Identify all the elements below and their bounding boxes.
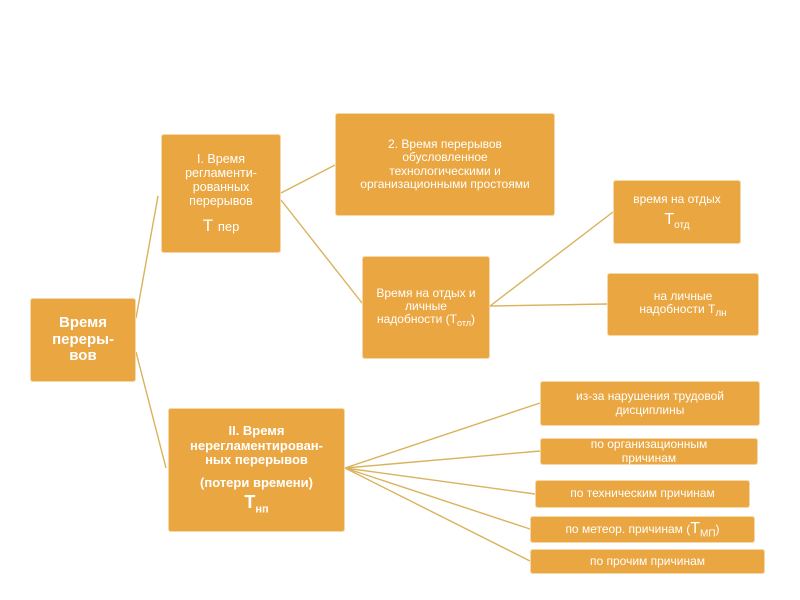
- regulated-symbol-sub: пер: [217, 218, 240, 234]
- personal-symbol-sub: лн: [715, 308, 727, 320]
- root-line-2: переры-: [52, 330, 114, 348]
- meteo-close: ): [715, 521, 720, 536]
- regulated-line-4: перерывов: [189, 193, 253, 208]
- meteo-symbol-main: Т: [690, 519, 701, 537]
- link-rest-otd: [489, 211, 614, 307]
- unreg-symbol-sub: нп: [255, 503, 269, 516]
- regulated-line-1: I. Время: [196, 151, 246, 166]
- rest-symbol-sub: отд: [674, 219, 690, 231]
- unregulated-breaks-node: II. Время нерегламентирован- ных перерыв…: [168, 408, 345, 532]
- link-regulated-techorg: [280, 164, 336, 194]
- technical-label: по техническим причинам: [570, 486, 715, 501]
- link-regulated-rest: [280, 199, 363, 304]
- loss-other-node: по прочим причинам: [530, 549, 765, 574]
- restpers-symbol-sub: отл: [457, 318, 471, 329]
- loss-organizational-node: по организационным причинам: [540, 438, 758, 465]
- tech-org-breaks-node: 2. Время перерывов обусловленное техноло…: [335, 113, 555, 216]
- link-unreg-meteo: [344, 467, 531, 530]
- unreg-symbol: Тнп: [244, 492, 268, 516]
- rest-time-symbol: Тотд: [664, 211, 689, 231]
- link-unreg-tech: [344, 467, 536, 495]
- restpers-line-3-text: надобности (Т: [377, 312, 458, 327]
- personal-line-1: на личные: [653, 288, 713, 303]
- link-root-regulated: [135, 195, 159, 319]
- discipline-line-1: из-за нарушения трудовой: [576, 389, 724, 404]
- rest-time-node: время на отдых Тотд: [613, 180, 741, 244]
- root-line-1: Время: [59, 313, 107, 331]
- techorg-line-2: обусловленное: [402, 150, 488, 165]
- loss-discipline-node: из-за нарушения трудовой дисциплины: [540, 381, 760, 426]
- techorg-line-4: организационными простоями: [360, 176, 530, 191]
- personal-line-2: надобности Тлн: [639, 302, 727, 320]
- techorg-line-3: технологическими и: [389, 163, 501, 178]
- root-node: Время переры- вов: [30, 298, 136, 382]
- unreg-line-3: ных перерывов: [205, 452, 308, 468]
- regulated-line-3: рованных: [192, 179, 250, 194]
- unreg-subtitle: (потери времени): [200, 474, 313, 490]
- restpers-line-2: личные: [405, 298, 447, 313]
- restpers-close: ): [471, 312, 475, 327]
- loss-meteo-node: по метеор. причинам (ТМП): [530, 516, 755, 543]
- rest-time-label: время на отдых: [633, 192, 721, 207]
- meteo-text: по метеор. причинам (: [565, 521, 691, 536]
- other-label: по прочим причинам: [589, 553, 705, 568]
- techorg-line-1: 2. Время перерывов: [388, 136, 502, 151]
- link-rest-lnd: [489, 303, 608, 307]
- discipline-line-2: дисциплины: [615, 402, 685, 417]
- rest-symbol-main: Т: [664, 210, 675, 228]
- regulated-breaks-node: I. Время регламенти- рованных перерывов …: [161, 134, 281, 253]
- link-unreg-other: [344, 467, 531, 562]
- regulated-symbol-main: Т: [202, 215, 214, 235]
- unreg-symbol-main: Т: [244, 492, 256, 513]
- meteo-symbol-sub: МП: [700, 528, 716, 540]
- personal-needs-node: на личные надобности Тлн: [607, 273, 759, 336]
- restpers-line-3: надобности (Тотл): [377, 312, 475, 329]
- org-line-2: причинам: [621, 450, 677, 465]
- org-line-1: по организационным: [590, 438, 708, 452]
- regulated-symbol: Т пер: [203, 216, 240, 235]
- loss-technical-node: по техническим причинам: [535, 480, 750, 508]
- meteo-label: по метеор. причинам (ТМП): [565, 520, 719, 540]
- link-unreg-discipline: [344, 402, 541, 469]
- personal-line-2-text: надобности Т: [639, 302, 716, 317]
- rest-personal-node: Время на отдых и личные надобности (Тотл…: [362, 256, 490, 359]
- link-unreg-org: [344, 450, 541, 469]
- regulated-line-2: регламенти-: [185, 165, 257, 180]
- root-line-3: вов: [69, 347, 97, 365]
- unreg-line-1: II. Время: [228, 422, 285, 438]
- restpers-line-1: Время на отдых и: [376, 285, 476, 300]
- unreg-line-2: нерегламентирован-: [189, 437, 323, 453]
- link-root-unregulated: [135, 351, 167, 469]
